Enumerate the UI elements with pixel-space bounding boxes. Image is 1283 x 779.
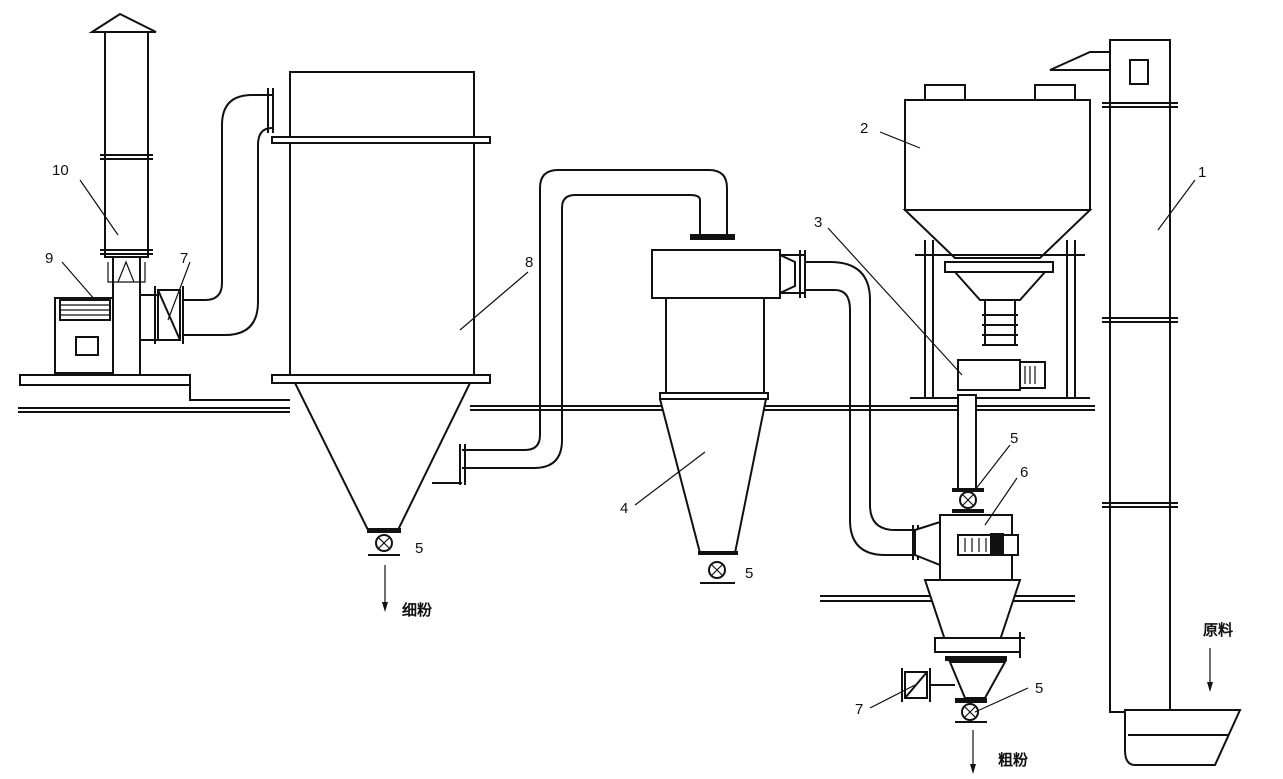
feed-silo (902, 84, 1093, 399)
bucket-elevator (1049, 39, 1242, 766)
damper-valve (901, 668, 955, 702)
label-valve-cyclone: 5 (745, 565, 753, 582)
label-raw-material: 原料 (1203, 621, 1233, 639)
label-stack: 10 (52, 162, 69, 179)
label-fan: 9 (45, 250, 53, 267)
label-elevator: 1 (1198, 164, 1206, 181)
label-coarse-powder: 粗粉 (998, 751, 1028, 769)
label-classifier: 6 (1020, 464, 1028, 481)
ground-line (18, 405, 1095, 602)
cyclone-separator (651, 249, 806, 555)
bag-filter (271, 71, 491, 533)
flow-arrow-fine (382, 565, 388, 612)
label-valve-feed: 5 (1010, 430, 1018, 447)
pipe-fan-to-filter (183, 88, 274, 336)
air-classifier (914, 514, 1025, 699)
label-damper-fan: 7 (180, 250, 188, 267)
leader-lines (61, 131, 1196, 713)
label-cyclone: 4 (620, 500, 628, 517)
rotary-valve (700, 561, 735, 584)
flow-arrow-raw (1207, 648, 1213, 692)
label-valve-classifier: 5 (1035, 680, 1043, 697)
label-damper-classifier: 7 (855, 701, 863, 718)
fan (19, 294, 290, 401)
label-feeder: 3 (814, 214, 822, 231)
screw-feeder (957, 359, 1046, 491)
label-bag-filter: 8 (525, 254, 533, 271)
label-fine-powder: 细粉 (402, 601, 432, 619)
rotary-valve (368, 534, 400, 556)
rotary-valve (955, 698, 987, 723)
pipe-cyclone-to-filter (432, 169, 735, 485)
label-silo: 2 (860, 120, 868, 137)
rotary-valve (952, 488, 984, 513)
flow-arrow-coarse (970, 730, 976, 774)
label-valve-bag: 5 (415, 540, 423, 557)
damper-valve (154, 286, 184, 344)
